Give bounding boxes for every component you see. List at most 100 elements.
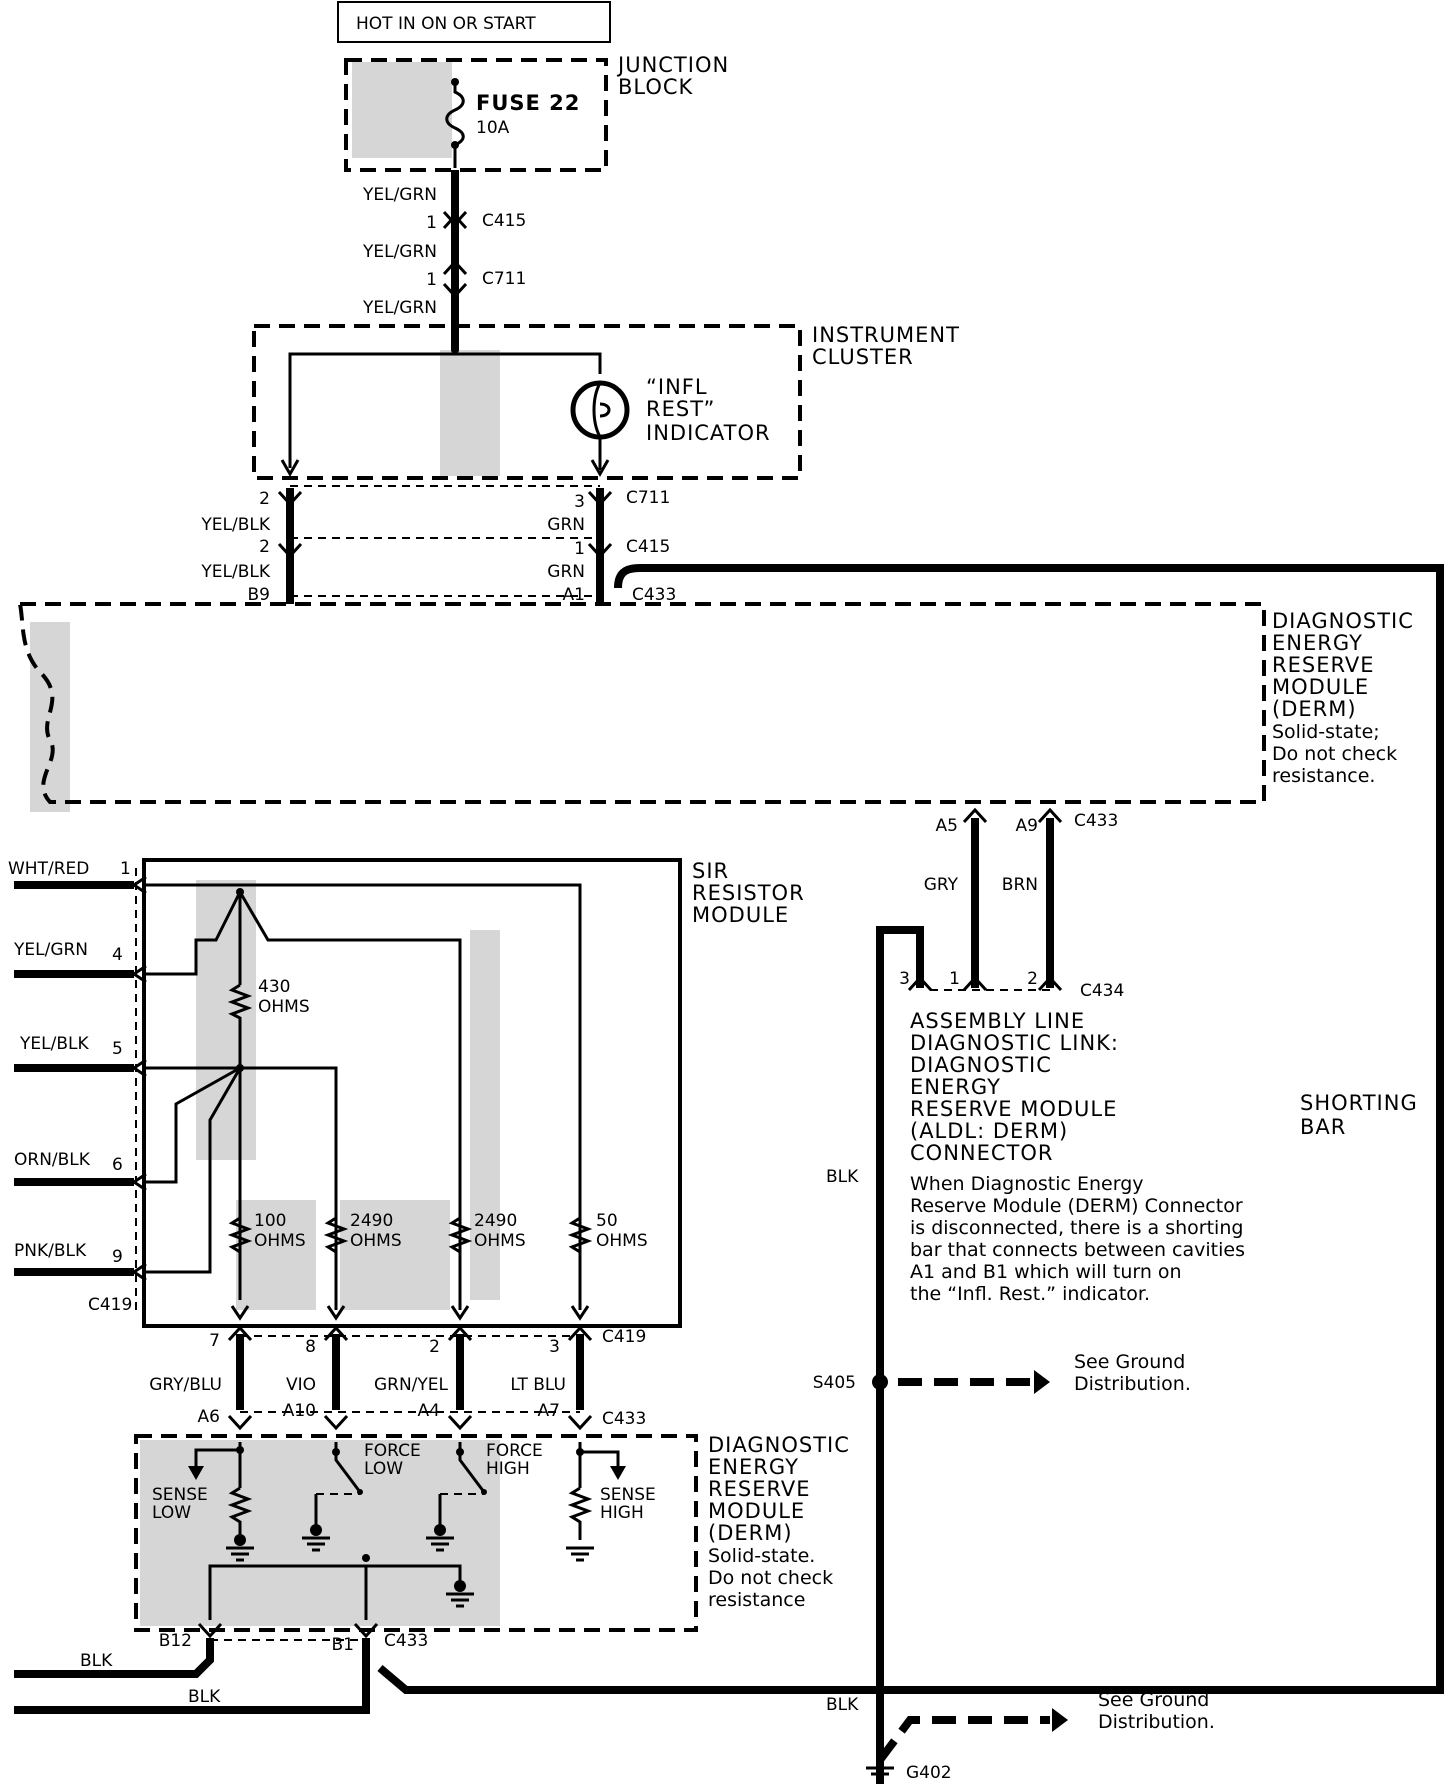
- wht-red-label: WHT/RED: [8, 859, 89, 879]
- derm-force-low-switch: [334, 1442, 362, 1493]
- derm-top-label-2: ENERGY: [1272, 631, 1363, 655]
- c419-label-in: C419: [88, 1295, 132, 1315]
- c415-pin-2: 2: [259, 537, 270, 557]
- aldl-title-2: DIAGNOSTIC LINK:: [910, 1031, 1119, 1055]
- c433-label-1: C433: [632, 585, 676, 605]
- grn-label-1: GRN: [547, 515, 585, 535]
- sir-module-title-1: SIR: [692, 859, 729, 883]
- yel-grn-label-in: YEL/GRN: [13, 940, 88, 960]
- derm-bottom-outline: [134, 1434, 698, 1632]
- wire-blk-b1: [14, 1638, 370, 1714]
- g402-ground-dashed-link: [876, 1716, 1050, 1763]
- vio-label: VIO: [286, 1375, 316, 1395]
- derm-bottom-label-1: DIAGNOSTIC: [708, 1433, 850, 1457]
- derm-bottom-note-3: resistance: [708, 1589, 805, 1611]
- aldl-pin-3: 3: [899, 969, 910, 989]
- cavity-a1: A1: [563, 585, 585, 605]
- r2490b-unit: OHMS: [474, 1231, 526, 1251]
- c415-pin-1-grn: 1: [574, 539, 585, 559]
- aldl-note-5: A1 and B1 which will turn on: [910, 1261, 1182, 1283]
- instrument-cluster-outline: [252, 324, 802, 480]
- instrument-cluster-title-1: INSTRUMENT: [812, 323, 960, 347]
- cavity-a4: A4: [418, 1401, 440, 1421]
- feed-wire-1-label: YEL/GRN: [362, 185, 437, 205]
- r430-unit: OHMS: [258, 997, 310, 1017]
- c434-label: C434: [1080, 981, 1124, 1001]
- gry-wire-label: GRY: [924, 875, 959, 895]
- out-pin-2: 2: [429, 1337, 440, 1357]
- blk-label-low: BLK: [826, 1695, 859, 1715]
- derm-top-label-4: MODULE: [1272, 675, 1369, 699]
- c415-connector-label: C415: [482, 211, 526, 231]
- feed-wire-3-label: YEL/GRN: [362, 298, 437, 318]
- aldl-title-3: DIAGNOSTIC: [910, 1053, 1052, 1077]
- splice-s405: [872, 1374, 888, 1390]
- force-low-label-1: FORCE: [364, 1441, 421, 1461]
- sense-high-label-1: SENSE: [600, 1485, 656, 1505]
- r100-unit: OHMS: [254, 1231, 306, 1251]
- orn-blk-label-in: ORN/BLK: [14, 1150, 91, 1170]
- sir-pin-9: 9: [112, 1247, 123, 1267]
- ground-icon-force-low: [302, 1536, 330, 1552]
- c433-label-aldl: C433: [1074, 811, 1118, 831]
- shorting-bar-wire: [377, 564, 1444, 1694]
- derm-bottom-note-2: Do not check: [708, 1567, 833, 1589]
- fuse-22-symbol: [445, 82, 465, 168]
- cavity-b1: B1: [332, 1635, 354, 1655]
- aldl-title-7: CONNECTOR: [910, 1141, 1054, 1165]
- out-pin-8: 8: [305, 1337, 316, 1357]
- derm-top-label-5: (DERM): [1272, 697, 1357, 721]
- c711-pin-2: 2: [259, 489, 270, 509]
- derm-top-label-3: RESERVE: [1272, 653, 1375, 677]
- yel-blk-label-1: YEL/BLK: [200, 515, 270, 535]
- blk-label-1: BLK: [80, 1651, 113, 1671]
- hot-label: HOT IN ON OR START: [356, 14, 536, 34]
- indicator-label-1: “INFL: [646, 375, 708, 399]
- junction-block-outline: [344, 58, 608, 172]
- derm-force-high-switch: [458, 1442, 486, 1493]
- yel-blk-label-2: YEL/BLK: [200, 562, 270, 582]
- r2490b-value: 2490: [474, 1211, 517, 1231]
- c711-label-2: C711: [626, 488, 670, 508]
- see-ground-1-line-2: Distribution.: [1074, 1373, 1191, 1395]
- derm-top-note-1: Solid-state;: [1272, 721, 1380, 743]
- derm-top-note-3: resistance.: [1272, 765, 1375, 787]
- junction-block-title-2: BLOCK: [618, 75, 694, 99]
- aldl-title-4: ENERGY: [910, 1075, 1001, 1099]
- c415-pin-1: 1: [426, 213, 437, 233]
- sir-pin-4: 4: [112, 945, 123, 965]
- out-pin-3: 3: [549, 1337, 560, 1357]
- fuse-rating: 10A: [476, 118, 510, 138]
- out-pin-7: 7: [209, 1331, 220, 1351]
- aldl-pin-1: 1: [949, 969, 960, 989]
- derm-sense-low-resistor: [227, 1486, 253, 1540]
- hot-in-on-or-start-box: [337, 1, 611, 43]
- resistor-2490-ohms-a: [323, 1216, 349, 1254]
- sir-module-title-2: RESISTOR: [692, 881, 805, 905]
- c711-pin-3: 3: [574, 492, 585, 512]
- derm-bottom-note-1: Solid-state.: [708, 1545, 815, 1567]
- r430-value: 430: [258, 977, 290, 997]
- wire-blk-aldl-pin3: [876, 926, 924, 1784]
- brn-wire-label: BRN: [1002, 875, 1038, 895]
- r50-value: 50: [596, 1211, 618, 1231]
- resistor-2490-ohms-b: [447, 1216, 473, 1254]
- sense-low-label-2: LOW: [152, 1503, 191, 1523]
- grn-yel-label: GRN/YEL: [374, 1375, 449, 1395]
- sir-resistor-module-box: [142, 858, 682, 1328]
- see-ground-2-line-2: Distribution.: [1098, 1711, 1215, 1733]
- aldl-note-4: bar that connects between cavities: [910, 1239, 1245, 1261]
- shorting-bar-label-1: SHORTING: [1300, 1091, 1418, 1115]
- r100-value: 100: [254, 1211, 286, 1231]
- derm-bottom-label-4: MODULE: [708, 1499, 805, 1523]
- instrument-cluster-title-2: CLUSTER: [812, 345, 914, 369]
- ground-icon-sense-low: [226, 1546, 254, 1562]
- sense-low-label-1: SENSE: [152, 1485, 208, 1505]
- cavity-a10: A10: [283, 1401, 316, 1421]
- ground-icon-force-high: [426, 1536, 454, 1552]
- resistor-430-ohms: [227, 983, 253, 1068]
- derm-bottom-label-2: ENERGY: [708, 1455, 799, 1479]
- derm-top-outline: [18, 602, 1266, 804]
- resistor-50-ohms: [567, 1216, 593, 1254]
